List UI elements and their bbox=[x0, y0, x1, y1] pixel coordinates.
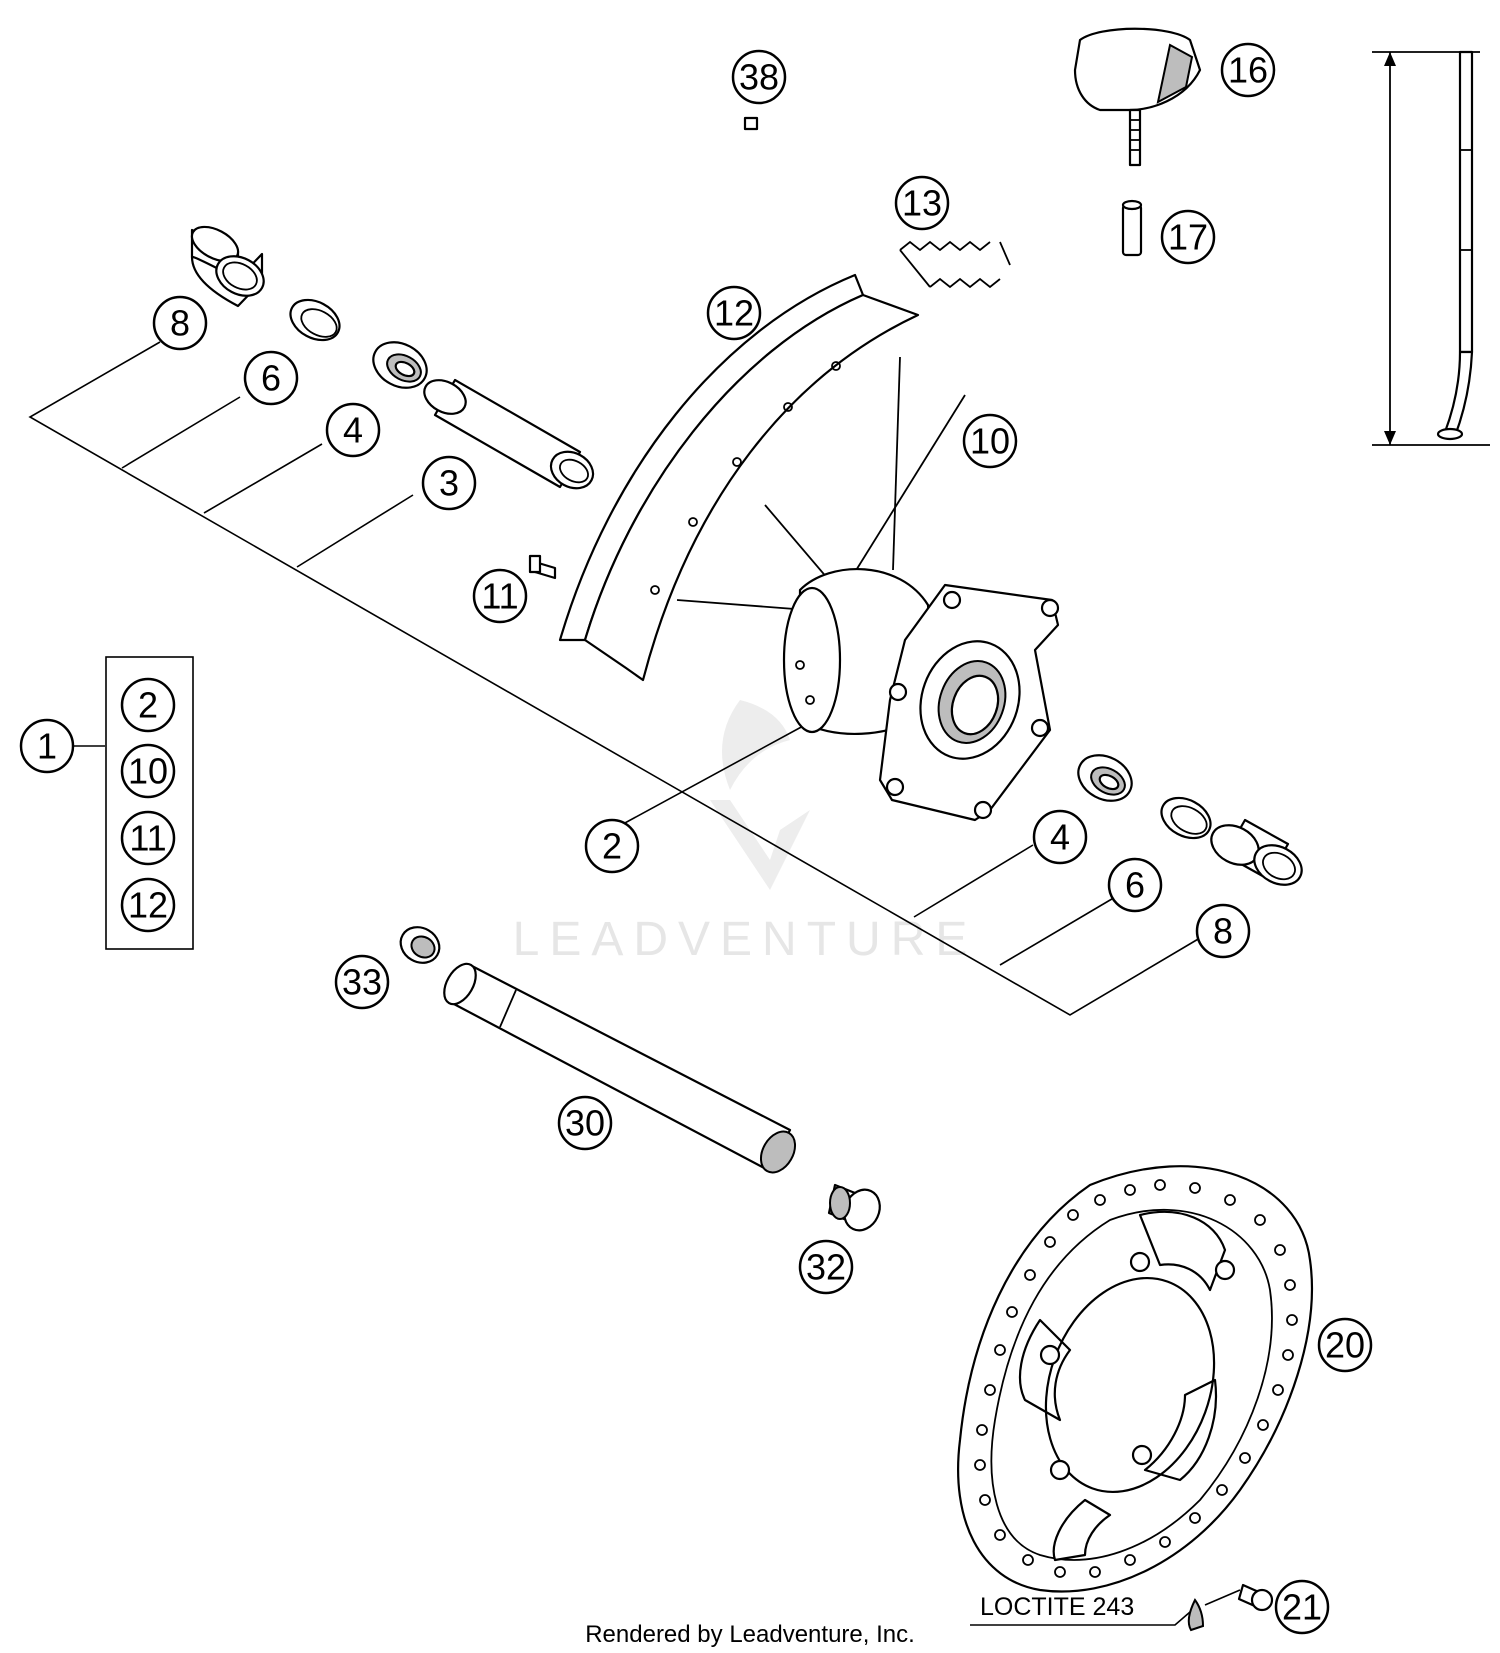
leader-lines bbox=[28, 341, 1241, 1626]
spacer-8-left bbox=[190, 225, 265, 308]
spoke-nipple-11 bbox=[528, 554, 557, 580]
callout-21: 21 bbox=[1274, 1579, 1330, 1635]
bearing-4-left bbox=[372, 341, 428, 389]
distance-sleeve-3 bbox=[423, 378, 595, 490]
callout-3: 3 bbox=[421, 455, 477, 511]
callout-4-right: 4 bbox=[1032, 809, 1088, 865]
watermark-text: LEADVENTURE bbox=[513, 913, 978, 966]
svg-text:12: 12 bbox=[714, 293, 754, 334]
svg-text:30: 30 bbox=[565, 1103, 605, 1144]
callout-8-right: 8 bbox=[1195, 903, 1251, 959]
svg-text:13: 13 bbox=[902, 183, 942, 224]
callout-11-kit: 11 bbox=[120, 810, 176, 866]
callout-2-hub: 2 bbox=[584, 818, 640, 874]
svg-text:38: 38 bbox=[739, 57, 779, 98]
axle-30 bbox=[443, 962, 797, 1174]
svg-text:12: 12 bbox=[128, 885, 168, 926]
svg-text:32: 32 bbox=[806, 1247, 846, 1288]
callout-4-left: 4 bbox=[325, 402, 381, 458]
callout-33: 33 bbox=[334, 954, 390, 1010]
seal-6-left bbox=[289, 298, 341, 342]
callout-11-nipple: 11 bbox=[472, 568, 528, 624]
disc-holes bbox=[974, 1179, 1298, 1578]
svg-text:1: 1 bbox=[37, 726, 57, 767]
callout-6-left: 6 bbox=[243, 350, 299, 406]
callout-32: 32 bbox=[798, 1239, 854, 1295]
svg-text:6: 6 bbox=[1125, 865, 1145, 906]
svg-text:2: 2 bbox=[138, 685, 158, 726]
svg-text:11: 11 bbox=[481, 576, 518, 617]
callout-12-rim: 12 bbox=[706, 285, 762, 341]
callout-10-kit: 10 bbox=[120, 743, 176, 799]
rim-lock-16 bbox=[1073, 27, 1202, 167]
svg-text:8: 8 bbox=[1213, 911, 1233, 952]
callout-30: 30 bbox=[557, 1095, 613, 1151]
svg-text:16: 16 bbox=[1228, 50, 1268, 91]
valve-nut-38 bbox=[743, 116, 759, 131]
svg-text:3: 3 bbox=[439, 463, 459, 504]
callout-1: 1 bbox=[19, 718, 75, 774]
svg-text:10: 10 bbox=[128, 751, 168, 792]
svg-text:33: 33 bbox=[342, 962, 382, 1003]
svg-text:10: 10 bbox=[970, 421, 1010, 462]
svg-text:4: 4 bbox=[1050, 817, 1070, 858]
callout-16: 16 bbox=[1220, 42, 1276, 98]
loctite-note: LOCTITE 243 bbox=[980, 1593, 1134, 1621]
footer-credit: Rendered by Leadventure, Inc. bbox=[585, 1621, 915, 1648]
rim-12 bbox=[558, 273, 920, 682]
callout-12-kit: 12 bbox=[120, 877, 176, 933]
disc-screw-21 bbox=[1187, 1583, 1274, 1632]
callout-13: 13 bbox=[894, 175, 950, 231]
axle-nut-33 bbox=[399, 926, 441, 964]
spacer-8-right bbox=[1210, 818, 1303, 886]
svg-text:4: 4 bbox=[343, 410, 363, 451]
callout-8-left: 8 bbox=[152, 295, 208, 351]
bearing-4-right bbox=[1077, 754, 1133, 802]
svg-text:2: 2 bbox=[602, 826, 622, 867]
callouts: 38 16 13 17 12 8 6 4 3 10 11 1 2 10 11 1… bbox=[19, 42, 1373, 1635]
svg-text:21: 21 bbox=[1282, 1587, 1322, 1628]
brake-disc-20 bbox=[957, 1165, 1314, 1593]
callout-17: 17 bbox=[1160, 209, 1216, 265]
watermark: LEADVENTURE bbox=[513, 700, 978, 966]
spoke-dimension-drawing bbox=[1372, 50, 1490, 446]
nut-17 bbox=[1121, 199, 1143, 257]
svg-text:8: 8 bbox=[170, 303, 190, 344]
callout-10-spoke: 10 bbox=[962, 413, 1018, 469]
svg-text:20: 20 bbox=[1325, 1325, 1365, 1366]
callout-2-kit: 2 bbox=[120, 677, 176, 733]
rim-tape-13 bbox=[899, 240, 1011, 289]
callout-38: 38 bbox=[731, 49, 787, 105]
hub-2 bbox=[782, 568, 1060, 822]
callout-20: 20 bbox=[1317, 1317, 1373, 1373]
seal-6-right bbox=[1160, 796, 1212, 840]
axle-bolt-32 bbox=[827, 1183, 881, 1232]
svg-text:11: 11 bbox=[129, 818, 166, 859]
callout-6-right: 6 bbox=[1107, 857, 1163, 913]
svg-text:17: 17 bbox=[1168, 217, 1208, 258]
svg-text:6: 6 bbox=[261, 358, 281, 399]
